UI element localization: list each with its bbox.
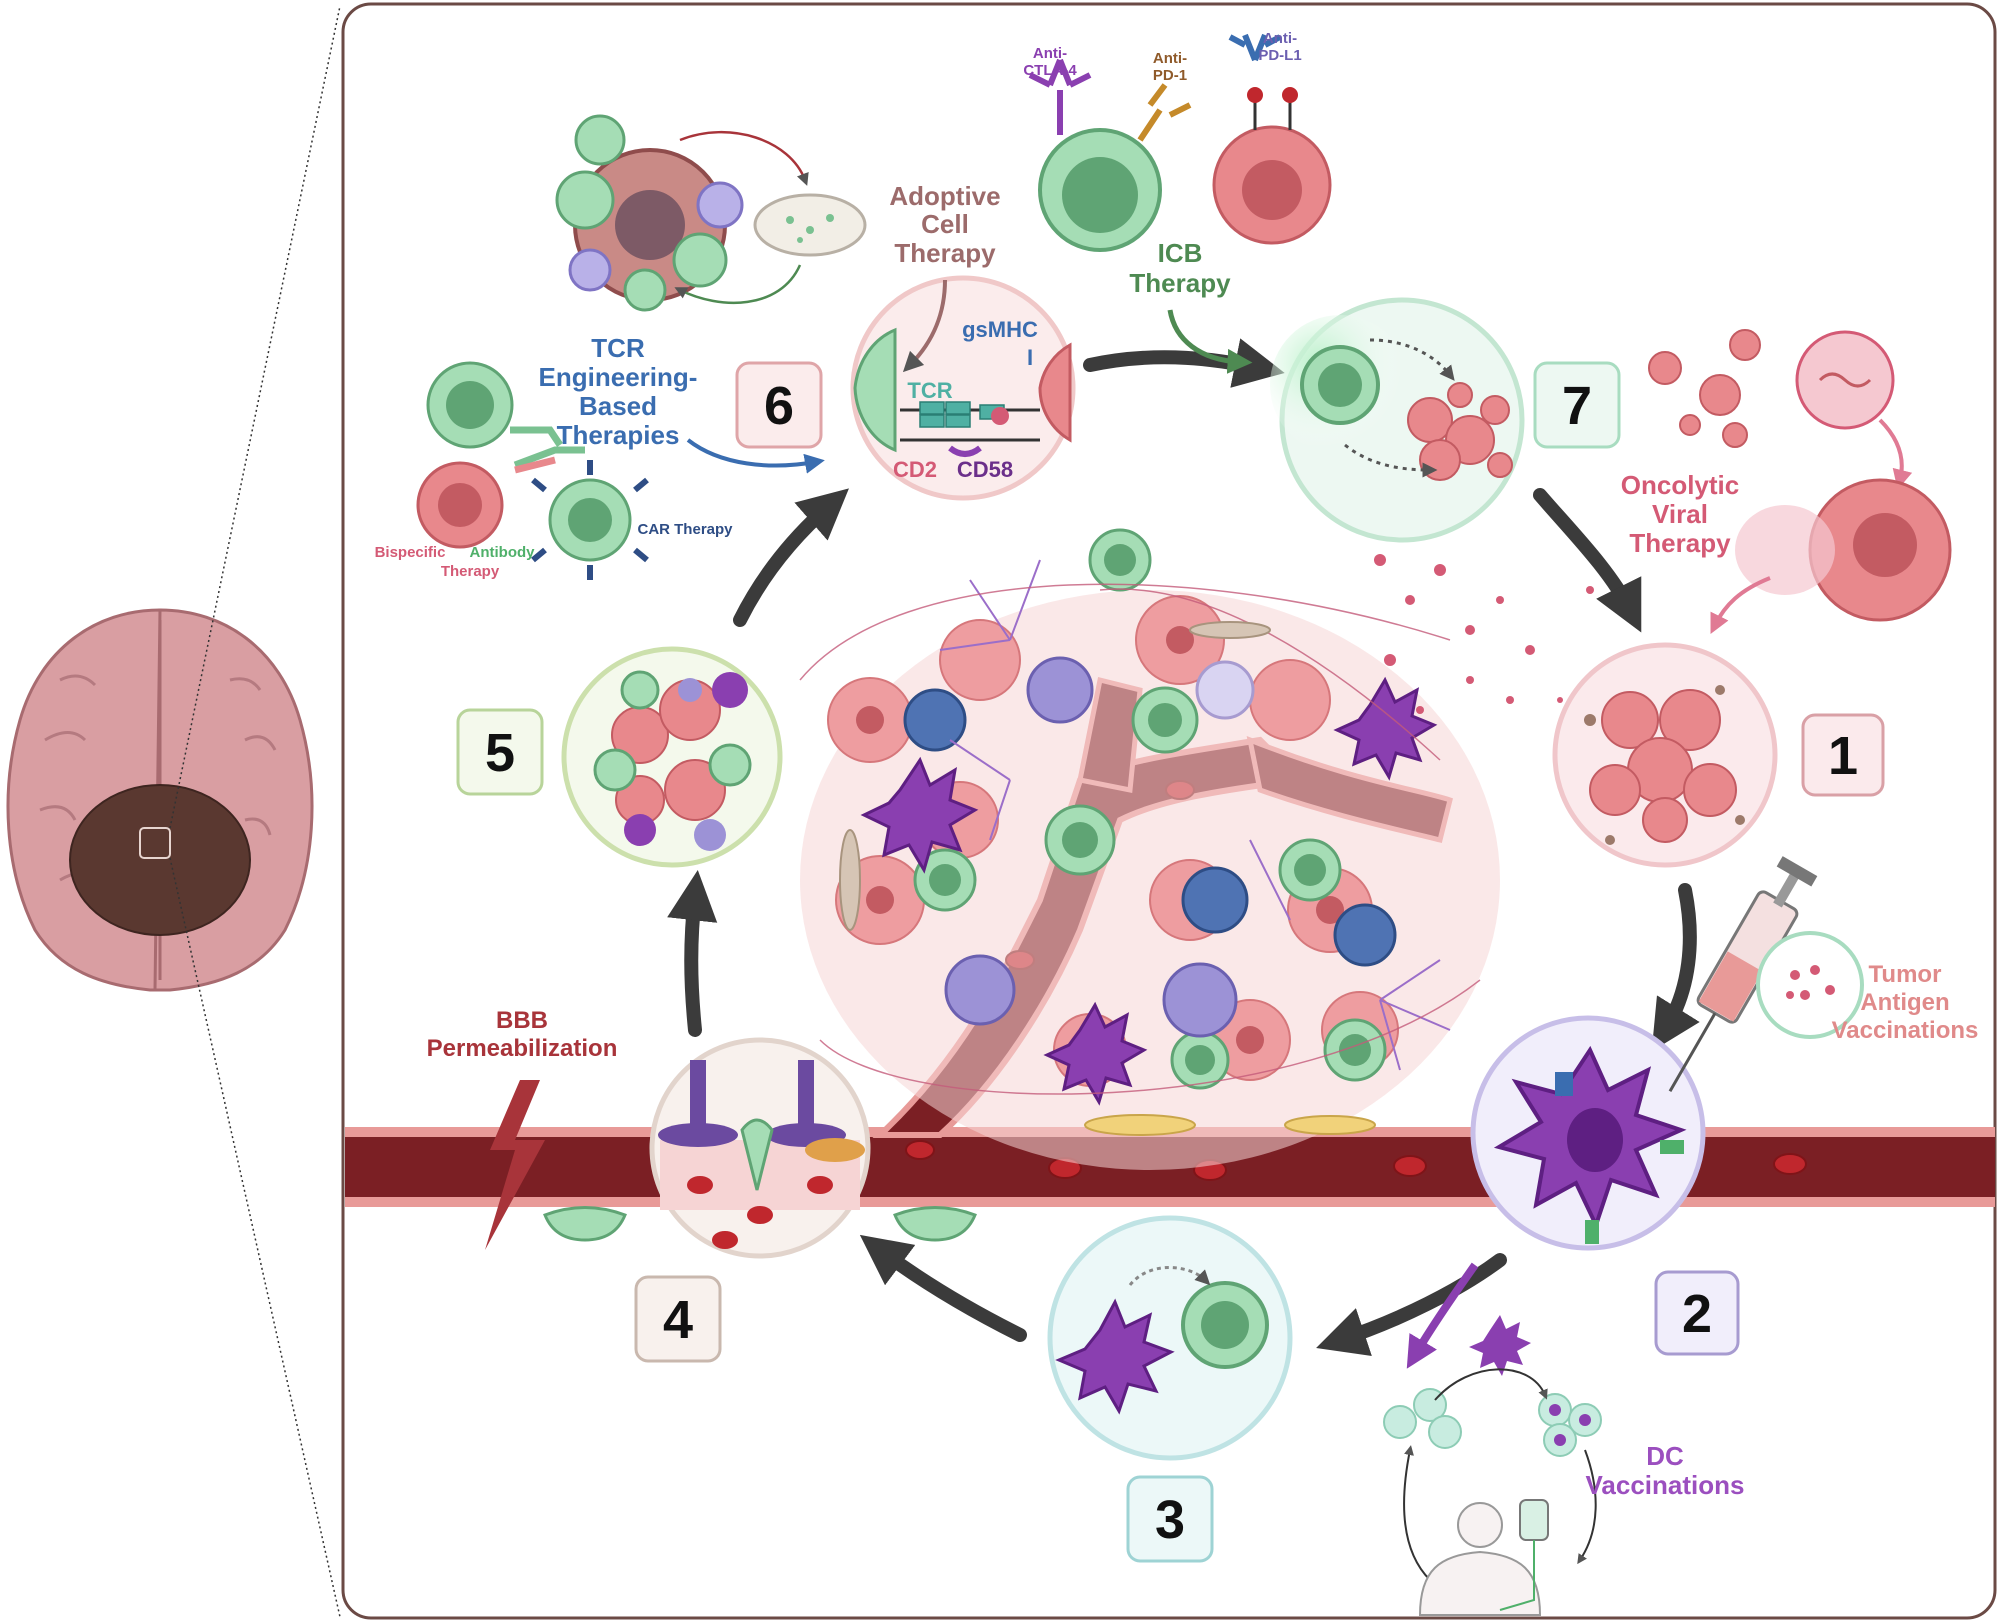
adoptive-label-line2: Cell <box>921 209 969 239</box>
synapse-cd2-label: CD2 <box>893 457 937 482</box>
tcr-label-line3: Based <box>579 391 657 421</box>
step-number-4: 4 <box>663 1290 693 1350</box>
step-6-circle <box>850 275 1076 501</box>
icb-therapy-panel: Anti- CTLA-4 Anti- PD-1 Anti- PD-L1 ICB … <box>1023 30 1332 374</box>
synapse-tcr-label: TCR <box>907 378 952 403</box>
dc-vax-label-line1: DC <box>1646 1441 1684 1471</box>
adoptive-cell-therapy-panel: Adoptive Cell Therapy <box>555 114 1001 373</box>
step-number-3: 3 <box>1155 1490 1185 1550</box>
cycle-arrows <box>667 338 1700 1356</box>
car-therapy-label: CAR Therapy <box>637 521 733 538</box>
zoom-line-bottom <box>169 857 341 1618</box>
lightning-icon <box>485 1080 545 1250</box>
step-badge-5: 5 <box>456 708 544 796</box>
tcr-label-line1: TCR <box>591 333 645 363</box>
step-number-1: 1 <box>1828 726 1858 786</box>
anti-pd1-line1: Anti- <box>1153 50 1187 67</box>
step-number-2: 2 <box>1682 1284 1712 1344</box>
tcr-label-line4: Therapies <box>557 420 680 450</box>
tumor-vax-label-line1: Tumor <box>1869 961 1942 988</box>
step-badge-3: 3 <box>1126 1475 1214 1563</box>
brain-illustration <box>6 608 314 992</box>
synapse-cd58-label: CD58 <box>957 457 1013 482</box>
step-5-circle <box>561 646 783 868</box>
anti-pd1-line2: PD-1 <box>1153 67 1187 84</box>
step-3-circle <box>1047 1215 1293 1461</box>
tcr-label-line2: Engineering- <box>539 362 698 392</box>
bbb-label-line1: BBB <box>496 1007 548 1034</box>
tumor-vax-label-line3: Vaccinations <box>1832 1017 1979 1044</box>
icb-label-line2: Therapy <box>1129 268 1231 298</box>
anti-pdl1-line2: PD-L1 <box>1258 47 1301 64</box>
synapse-gsmhc-label-line1: gsMHC <box>962 317 1038 342</box>
oncolytic-label-line1: Oncolytic <box>1621 470 1739 500</box>
bbb-permeabilization-panel: BBB Permeabilization <box>427 1007 977 1250</box>
adoptive-label-line3: Therapy <box>894 238 996 268</box>
tcr-engineering-panel: TCR Engineering- Based Therapies CAR The… <box>375 333 825 580</box>
step-1-circle <box>1552 642 1778 868</box>
step-2-circle <box>1470 1015 1706 1251</box>
bispecific-label-word1: Bispecific <box>375 544 446 561</box>
step-4-circle <box>649 1037 871 1259</box>
step-badge-1: 1 <box>1801 713 1885 797</box>
zoom-box <box>139 827 171 859</box>
dc-vaccine-panel: DC Vaccinations <box>1383 1262 1745 1616</box>
anti-pdl1-line1: Anti- <box>1263 30 1297 47</box>
oncolytic-label-line3: Therapy <box>1629 528 1731 558</box>
step-badge-2: 2 <box>1654 1270 1740 1356</box>
tumor-antigen-vaccine-panel: Tumor Antigen Vaccinations <box>1668 856 1979 1092</box>
tumor-microenvironment <box>799 528 1500 1170</box>
oncolytic-label-line2: Viral <box>1652 499 1708 529</box>
step-badge-7: 7 <box>1533 361 1621 449</box>
anti-ctla4-line2: CTLA-4 <box>1023 62 1077 79</box>
brainstem-region <box>69 784 251 936</box>
step-number-7: 7 <box>1562 376 1592 436</box>
dc-vax-label-line2: Vaccinations <box>1586 1470 1745 1500</box>
step-badge-4: 4 <box>634 1275 722 1363</box>
step-badge-6: 6 <box>735 361 823 449</box>
step-number-6: 6 <box>764 376 794 436</box>
adoptive-label-line1: Adoptive <box>889 181 1000 211</box>
oncolytic-therapy-panel: Oncolytic Viral Therapy <box>1621 329 1952 634</box>
synapse-gsmhc-label-line2: I <box>1027 345 1033 370</box>
step-number-badges: 1 2 3 4 5 6 7 <box>456 361 1885 1563</box>
step-7-circle <box>1270 297 1525 543</box>
oncolytic-particles <box>1374 554 1594 714</box>
tumor-vax-label-line2: Antigen <box>1860 989 1949 1016</box>
anti-ctla4-line1: Anti- <box>1033 45 1067 62</box>
bispecific-label-word3: Therapy <box>441 563 500 580</box>
icb-label-line1: ICB <box>1158 238 1203 268</box>
bispecific-label-word2: Antibody <box>470 544 536 561</box>
patient-figure <box>1418 1502 1542 1616</box>
bbb-label-line2: Permeabilization <box>427 1035 618 1062</box>
step-number-5: 5 <box>485 723 515 783</box>
